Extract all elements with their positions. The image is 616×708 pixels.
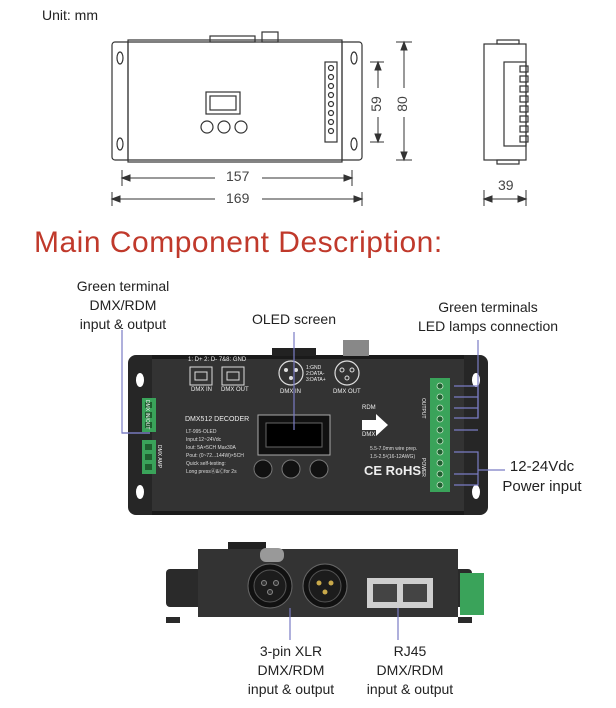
dim-157: 157 <box>226 168 250 184</box>
xlr-in-label: DMX IN <box>280 389 301 395</box>
callout-power: 12-24Vdc Power input <box>502 458 582 495</box>
xlr-out-label: DMX OUT <box>333 389 361 395</box>
unit-label: Unit: mm <box>42 7 98 23</box>
top-view-drawing <box>111 31 363 163</box>
callout-oled: OLED screen <box>251 311 337 327</box>
front-callout-lines <box>289 608 399 640</box>
side-output: OUTPUT <box>420 398 426 419</box>
callout-green-terminals: Green terminals LED lamps connection <box>417 299 559 334</box>
callout-green-terminal: Green terminal DMX/RDM input & output <box>76 278 170 332</box>
dim-59: 59 <box>367 96 384 112</box>
callout-rj45: RJ45 DMX/RDM input & output <box>366 643 454 697</box>
model-label: DMX512 DECODER <box>185 416 250 423</box>
side-dmx-amp: DMX AMP <box>156 445 162 469</box>
section-heading: Main Component Description: <box>34 226 443 259</box>
rdm-label: RDM <box>362 405 376 411</box>
dim-39: 39 <box>498 177 514 193</box>
callout-lines <box>121 330 505 486</box>
xlr-pins-label: 1:GND 2:DATA- 3:DATA+ <box>306 365 326 383</box>
front-device <box>166 542 484 623</box>
side-view-drawing <box>483 39 529 165</box>
ce-rohs-mark: CE RoHS <box>364 463 422 478</box>
rj45-in-label: DMX IN <box>191 387 212 393</box>
top-terminal-screws <box>327 64 335 135</box>
dim-80: 80 <box>393 96 410 112</box>
wire-spec: 5.5-7.0mm wire prep. 1.5-2.5²(16-12AWG) <box>370 446 418 460</box>
side-dmx-inout: DMX IN/OUT <box>144 400 150 430</box>
rj45-out-label: DMX OUT <box>221 387 249 393</box>
dmx-label: DMX <box>362 432 376 438</box>
spec-block: LT-995-OLED Input:12~24Vdc Iout: 5A×5CH … <box>186 429 244 475</box>
port-pins-label: 1: D+ 2: D- 7&8: GND <box>188 357 247 363</box>
dim-169: 169 <box>226 190 250 206</box>
callout-xlr: 3-pin XLR DMX/RDM input & output <box>247 643 335 697</box>
